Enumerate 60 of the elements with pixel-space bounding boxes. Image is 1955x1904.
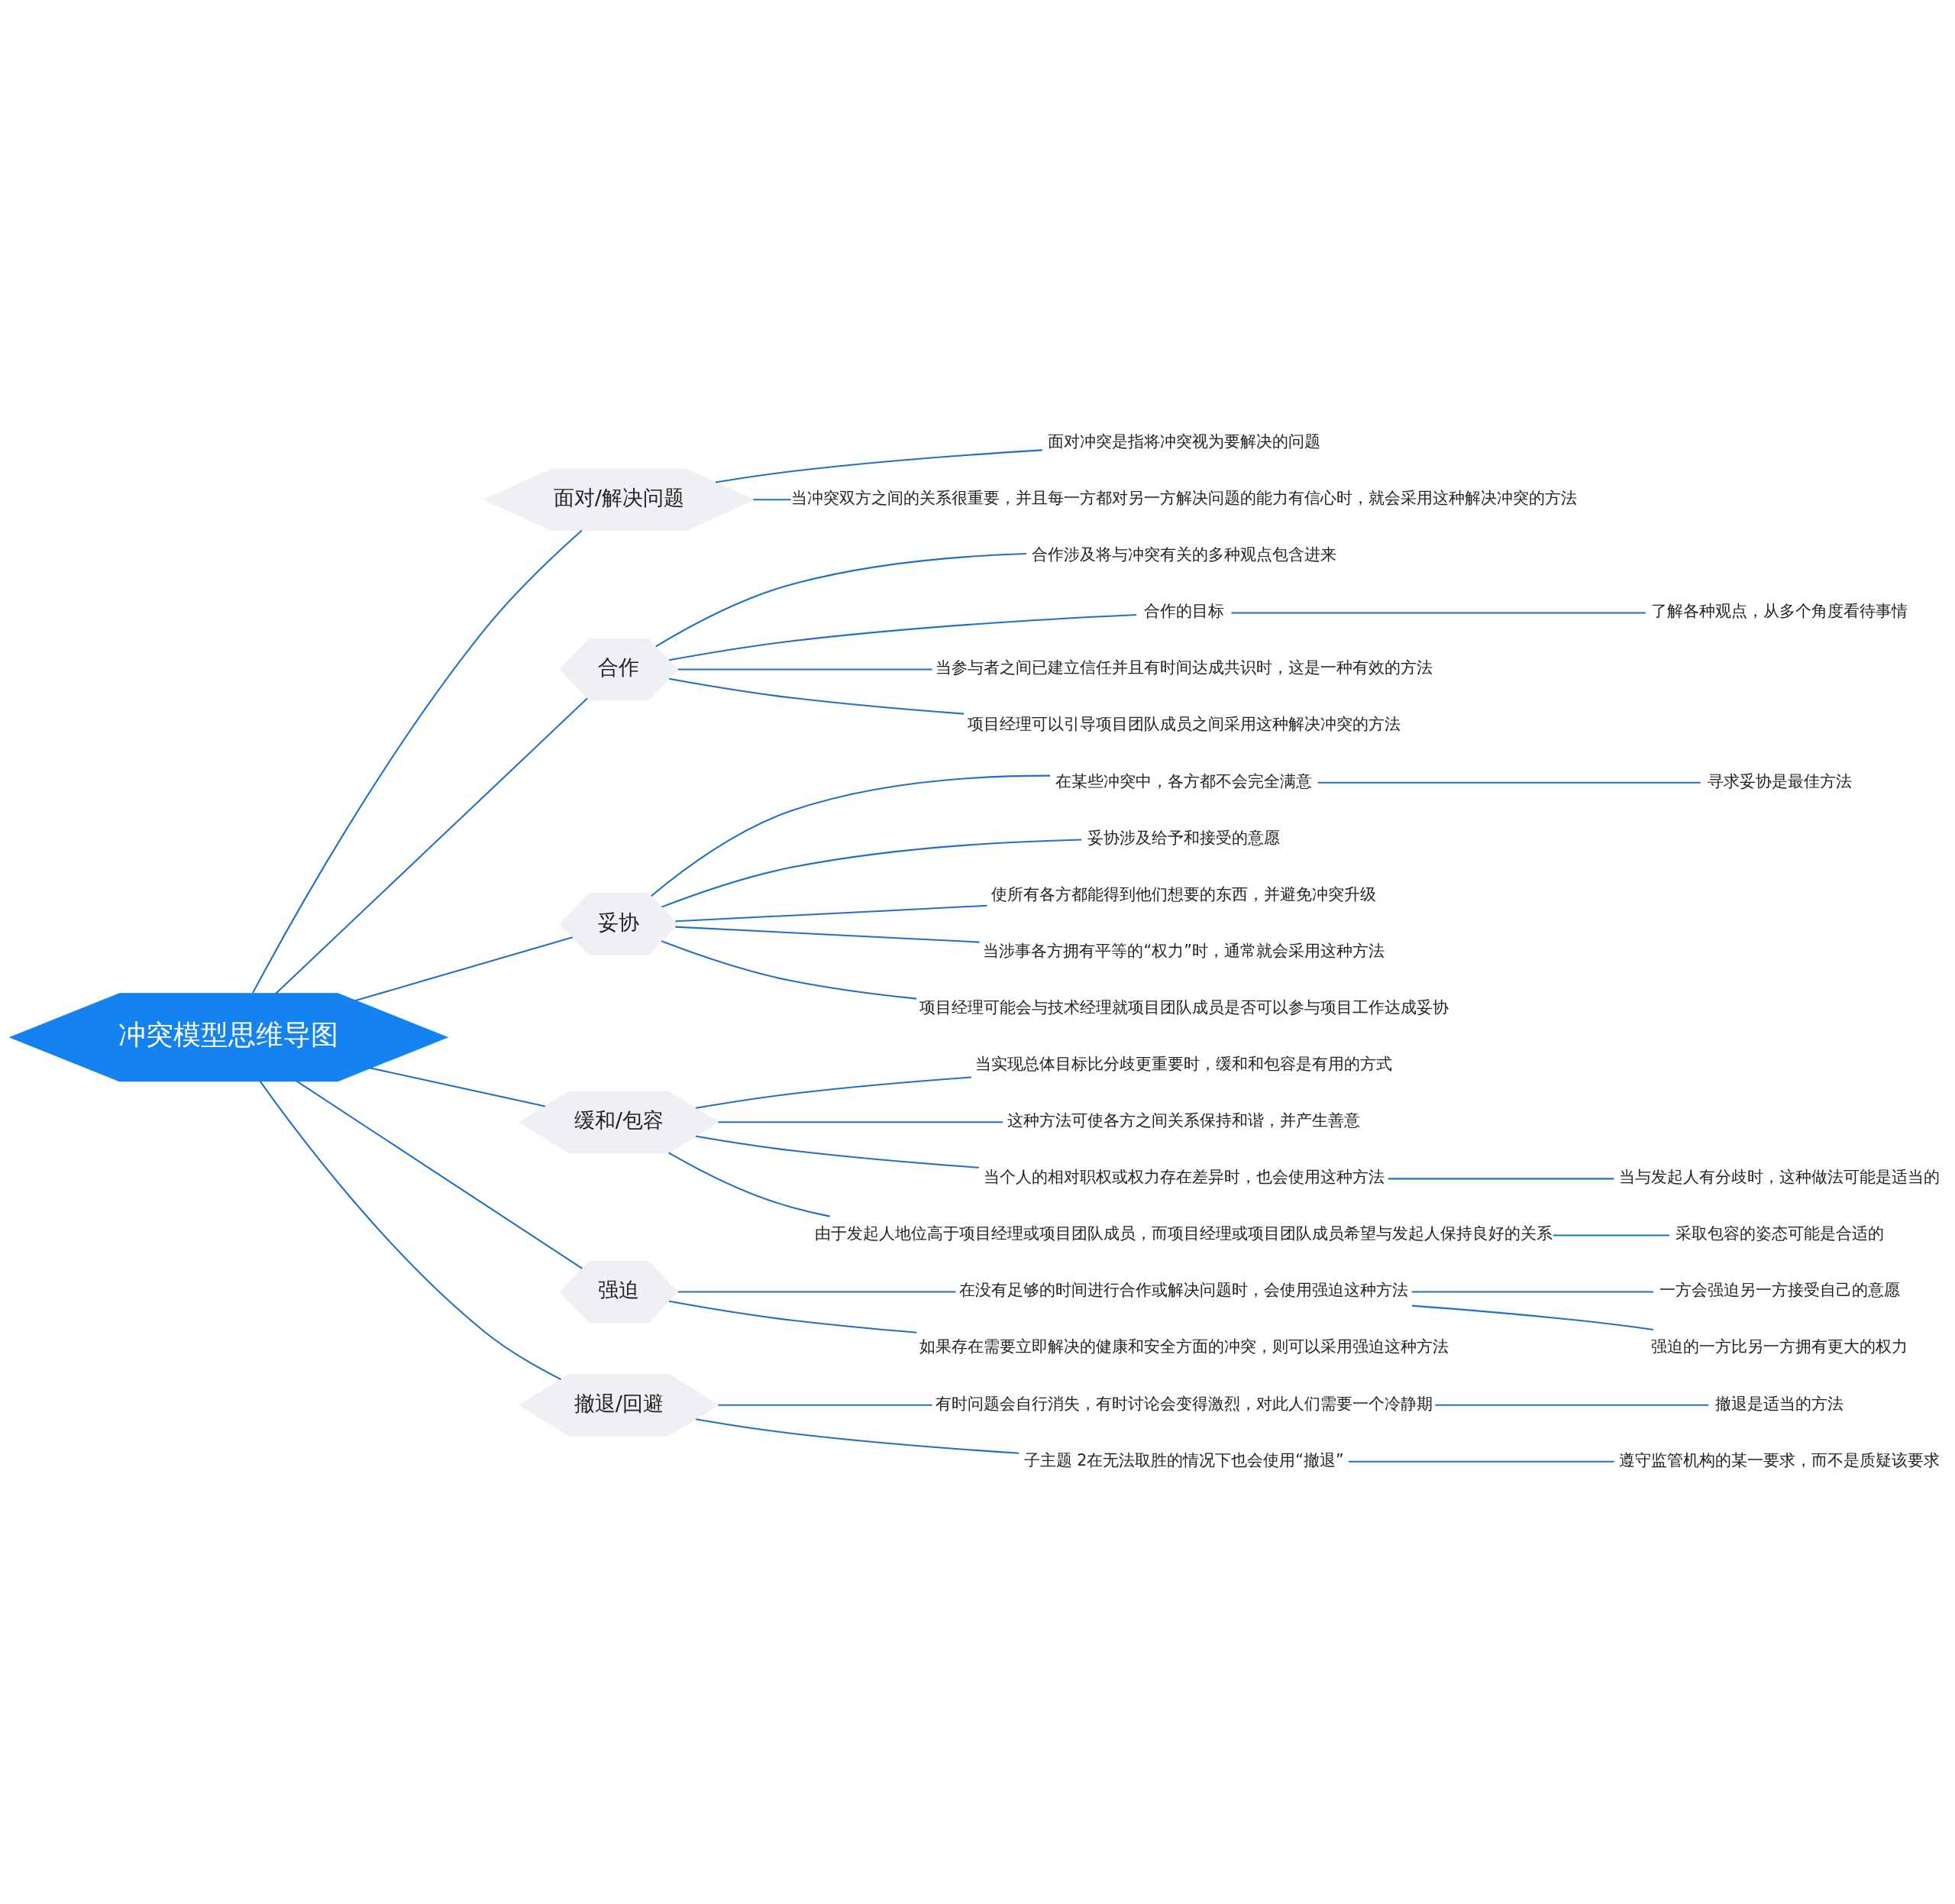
node-text: 当涉事各方拥有平等的“权力”时，通常就会采用这种方法 — [983, 941, 1385, 960]
connector — [1317, 781, 1701, 784]
node-text: 子主题 2在无法取胜的情况下也会使用“撤退” — [1023, 1450, 1344, 1469]
node-text: 强迫的一方比另一方拥有更大的权力 — [1651, 1337, 1908, 1356]
connector — [1231, 611, 1646, 613]
connector — [661, 838, 1082, 908]
connector — [718, 1120, 1003, 1123]
connector — [1435, 1404, 1709, 1406]
node-text: 当冲突双方之间的关系很重要，并且每一方都对另一方解决问题的能力有信心时，就会采用这种解决冲突的方法 — [790, 488, 1577, 507]
node-text: 妥协涉及给予和接受的意愿 — [1087, 828, 1281, 847]
connector — [696, 1075, 972, 1109]
connector — [669, 677, 965, 715]
node-text: 这种方法可使各方之间关系保持和谐，并产生善意 — [1007, 1110, 1361, 1130]
node-text: 寻求妥协是最佳方法 — [1707, 771, 1852, 790]
node-text: 撤退是适当的方法 — [1715, 1394, 1844, 1413]
node-text: 当实现总体目标比分歧更重要时，缓和和包容是有用的方式 — [975, 1054, 1393, 1073]
node-text: 遵守监管机构的某一要求，而不是质疑该要求 — [1619, 1450, 1940, 1469]
node-text: 一方会强迫另一方接受自己的意愿 — [1659, 1280, 1900, 1299]
connector — [355, 936, 573, 1001]
connector — [1411, 1304, 1653, 1330]
connector — [677, 668, 932, 671]
connector — [715, 448, 1042, 483]
connector — [668, 1152, 830, 1217]
connector — [1411, 1291, 1654, 1293]
node-text: 在某些冲突中，各方都不会完全满意 — [1055, 771, 1313, 790]
node-text: 在没有足够的时间进行合作或解决问题时，会使用强迫这种方法 — [959, 1280, 1409, 1299]
node-text: 使所有各方都能得到他们想要的东西，并避免冲突升级 — [991, 884, 1377, 904]
connector — [677, 1291, 956, 1293]
node-text: 合作涉及将与冲突有关的多种观点包含进来 — [1031, 545, 1336, 564]
node-text: 项目经理可以引导项目团队成员之间采用这种解决冲突的方法 — [967, 714, 1401, 733]
node-text: 有时问题会自行消失，有时讨论会变得激烈，对此人们需要一个冷静期 — [935, 1394, 1433, 1413]
connector — [675, 926, 980, 943]
connector — [753, 498, 791, 500]
node-text: 如果存在需要立即解决的健康和安全方面的冲突，则可以采用强迫这种方法 — [919, 1337, 1449, 1356]
node-text: 当个人的相对职权或权力存在差异时，也会使用这种方法 — [983, 1167, 1385, 1186]
connector — [370, 1066, 545, 1107]
node-text: 当参与者之间已建立信任并且有时间达成共识时，这是一种有效的方法 — [935, 658, 1433, 677]
connector — [718, 1404, 932, 1406]
connector — [696, 1417, 1020, 1454]
node-text: 当与发起人有分歧时，这种做法可能是适当的 — [1619, 1167, 1940, 1186]
connector — [675, 904, 987, 922]
connector — [661, 939, 917, 1000]
node-text: 合作的目标 — [1143, 601, 1224, 620]
connector — [669, 613, 1137, 661]
node-text: 面对冲突是指将冲突视为要解决的问题 — [1047, 432, 1320, 451]
connector — [259, 1080, 561, 1380]
connector — [251, 529, 583, 994]
node-text: 采取包容的姿态可能是合适的 — [1675, 1224, 1884, 1243]
connector — [1348, 1460, 1614, 1463]
node-text: 由于发起人地位高于项目经理或项目团队成员，而项目经理或项目团队成员希望与发起人保持良好的关系 — [815, 1224, 1553, 1243]
connector — [296, 1080, 583, 1269]
connector — [669, 1300, 917, 1333]
connector — [655, 552, 1027, 647]
node-text: 项目经理可能会与技术经理就项目团队成员是否可以参与项目工作达成妥协 — [919, 997, 1449, 1017]
connector — [696, 1135, 980, 1169]
connector — [1553, 1233, 1669, 1236]
connector — [1388, 1177, 1614, 1179]
connector — [651, 774, 1051, 897]
connector — [275, 697, 588, 994]
node-text: 了解各种观点，从多个角度看待事情 — [1651, 601, 1908, 620]
